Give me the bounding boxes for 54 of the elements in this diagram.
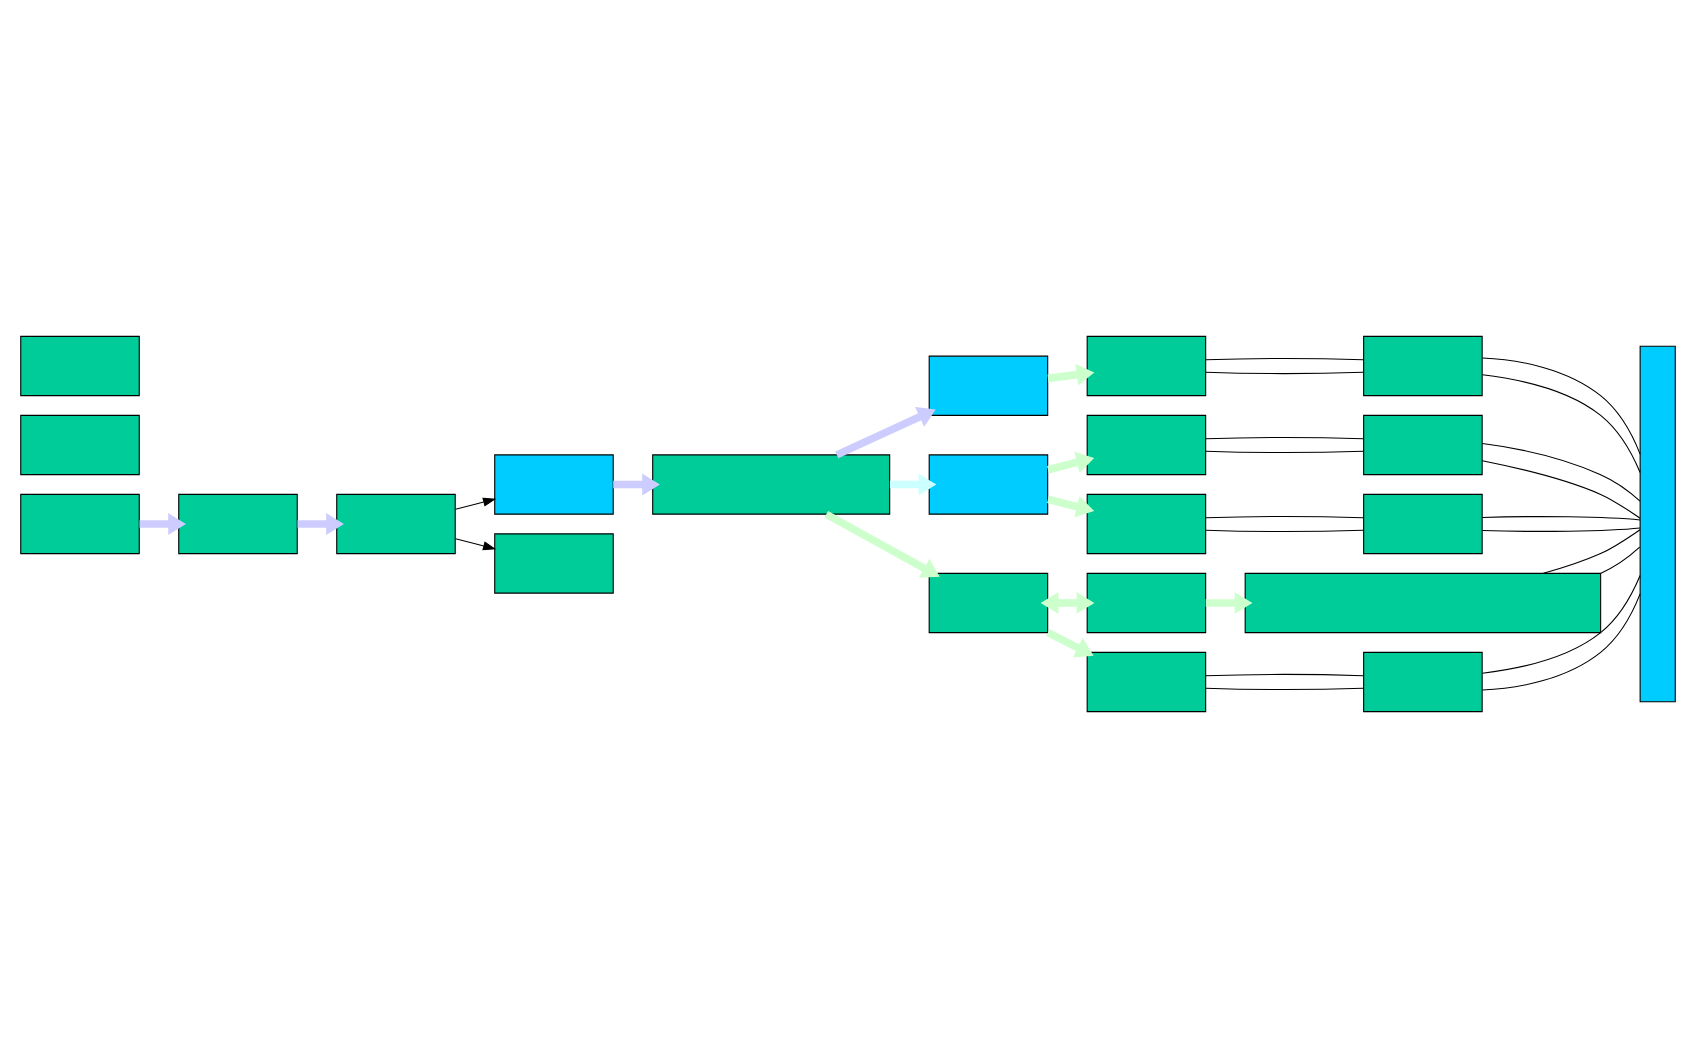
node-box [928,454,1049,515]
arrow [835,406,936,459]
arrow [1046,629,1094,658]
connector [1600,546,1641,574]
node-box [1363,651,1483,713]
connector [1205,674,1364,677]
node-box [494,454,614,515]
arrow [454,538,497,551]
arrow [889,473,937,496]
node-box [1086,493,1207,555]
arrow [297,513,344,535]
arrow [824,510,940,578]
node-box [1363,493,1483,555]
connector [1481,593,1641,691]
node-box [1086,335,1207,397]
connector [1205,437,1364,440]
node-box [1086,572,1207,634]
arrow [1047,495,1095,518]
node-box [20,335,140,397]
connector [1205,516,1364,519]
connector [1542,529,1641,574]
arrow [1047,363,1095,386]
arrow [139,513,186,535]
node-box [1086,414,1207,476]
arrow [613,473,660,496]
connector [1205,687,1364,690]
connector [1205,450,1364,453]
node-box [494,533,614,594]
node-box [1363,414,1483,476]
node-box [1363,335,1483,397]
connector [1205,358,1364,361]
node-box [20,414,140,476]
arrow [1040,592,1095,614]
connector [1481,574,1641,674]
node-box [928,355,1049,416]
arrow [1205,592,1253,614]
connector [1481,460,1641,519]
node-box [178,493,298,555]
connector [1481,516,1641,521]
connector [1481,527,1641,532]
connector [1481,443,1641,502]
node-bar [1639,345,1676,703]
connector [1205,371,1364,374]
node-box [1086,651,1207,713]
node-box [20,493,140,555]
node-box [336,493,456,555]
connector [1481,374,1641,474]
node-box [1244,572,1602,634]
connector [1205,529,1364,532]
arrow [1047,451,1095,474]
connector [1481,357,1641,455]
arrow [454,497,497,510]
node-box [652,454,891,515]
node-box [928,572,1049,634]
